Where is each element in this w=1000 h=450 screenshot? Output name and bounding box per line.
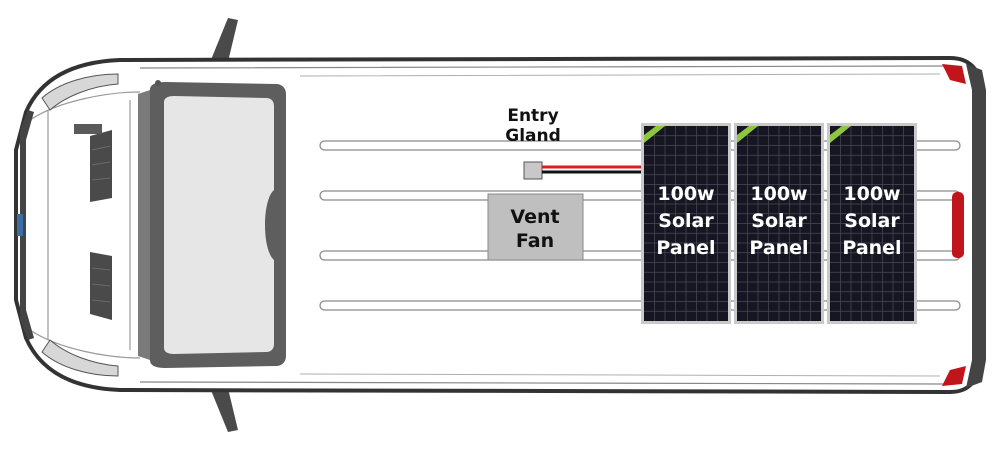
solar-panel-label-line3: Panel (842, 237, 901, 259)
front-bumper (20, 110, 34, 340)
solar-panel-array: 100wSolarPanel100wSolarPanel100wSolarPan… (641, 123, 917, 324)
right-tail-light-icon (942, 366, 966, 386)
solar-panel-label-line2: Solar (844, 210, 900, 232)
windshield-glass (164, 96, 274, 354)
van-side-trim (299, 73, 941, 377)
entry-gland-group: Entry Gland (505, 106, 643, 180)
hood-lines (29, 91, 141, 359)
vent-fan-label-line2: Fan (516, 230, 554, 252)
left-grille (90, 130, 112, 202)
entry-gland-icon (523, 161, 543, 180)
van-body-inner-line (139, 65, 946, 385)
solar-panel-label-line2: Solar (751, 210, 807, 232)
panel-brand-tag-icon (737, 126, 758, 143)
solar-panel-label-line3: Panel (656, 237, 715, 259)
grille-slats (91, 145, 111, 303)
rear-bumper (966, 64, 986, 388)
sensor-dot (155, 80, 161, 86)
solar-panel-label-line3: Panel (749, 237, 808, 259)
a-pillar (138, 90, 150, 360)
panel-brand-tag-icon (830, 126, 851, 143)
brand-emblem (17, 214, 23, 236)
right-headlight-icon (41, 339, 119, 377)
solar-panel-grid (737, 126, 821, 321)
rear-brake-light-icon (952, 192, 964, 258)
vent-fan-label-line1: Vent (510, 206, 559, 228)
vent-fan-group: Vent Fan (487, 193, 584, 261)
solar-panel-label-line1: 100w (750, 183, 807, 205)
solar-panel-label-line1: 100w (843, 183, 900, 205)
solar-panel-grid (830, 126, 914, 321)
left-headlight-icon (41, 73, 119, 111)
front-badge (74, 124, 102, 134)
right-grille (90, 252, 112, 320)
solar-panel-label-line1: 100w (657, 183, 714, 205)
left-tail-light-icon (942, 64, 966, 84)
solar-panel-label-line2: Solar (658, 210, 714, 232)
entry-gland-label-line1: Entry (507, 106, 558, 126)
vent-fan-icon (487, 193, 584, 261)
entry-gland-label-line2: Gland (505, 126, 561, 146)
solar-panel-grid (644, 126, 728, 321)
panel-brand-tag-icon (644, 126, 665, 143)
